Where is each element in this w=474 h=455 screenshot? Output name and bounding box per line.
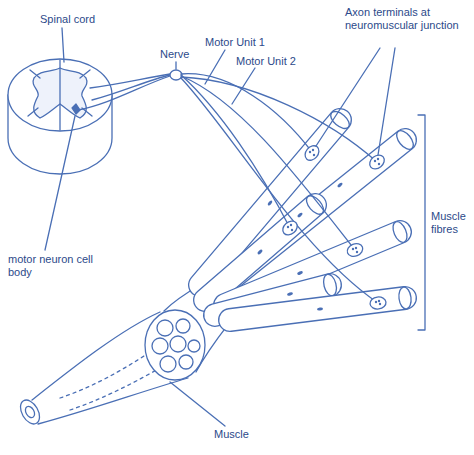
axon-terminals-part-part — [356, 251, 358, 253]
motor-axons — [181, 74, 378, 303]
muscle-fibres-part-part — [257, 249, 263, 255]
axon-terminals-part-part — [378, 300, 380, 302]
muscle-fibres-part — [303, 193, 326, 217]
axon-terminals-part-part — [355, 247, 357, 249]
muscle-body-part — [188, 340, 200, 352]
muscle-fibres — [200, 108, 417, 320]
axon-terminals-part-part — [377, 158, 379, 160]
spinal-cord-part — [59, 60, 60, 130]
muscle-fibres-part-part — [317, 307, 323, 311]
leader-lines-part — [45, 116, 75, 250]
axon-terminals-part-part — [379, 303, 381, 305]
axon-terminals-part — [280, 218, 300, 238]
fibres-bracket-part — [418, 115, 425, 330]
nerve-part — [78, 76, 170, 110]
muscle-body-part — [32, 312, 160, 400]
muscle-fibres-part-part — [297, 212, 304, 218]
muscle-body-part — [145, 310, 205, 380]
nerve-part — [92, 75, 170, 100]
axon-terminals-part — [367, 152, 387, 171]
leader-lines-part — [175, 62, 176, 69]
structure-label: Muscle — [214, 428, 294, 441]
motor-axons-part — [181, 76, 355, 250]
spinal-cord-part — [72, 104, 80, 114]
spinal-cord — [8, 59, 112, 174]
muscle-body-part — [176, 319, 190, 333]
muscle-fibres-part — [321, 273, 338, 297]
leader-lines-part — [205, 50, 225, 84]
spinal-cord-part — [8, 59, 112, 131]
structure-label: motor neuron cell body — [8, 253, 98, 279]
leader-lines-part — [62, 28, 64, 62]
motor-axons-part — [181, 77, 377, 162]
axon-terminals-part-part — [291, 229, 293, 231]
structure-label: Axon terminals at neuromuscular junction — [345, 6, 463, 32]
muscle-body-part — [160, 356, 176, 372]
leader-lines-part — [170, 382, 225, 426]
structure-label: Motor Unit 2 — [236, 55, 326, 68]
axon-terminals-part-part — [352, 248, 354, 250]
muscle-fibres-part-part — [297, 270, 304, 275]
axon-terminals-part — [302, 143, 321, 163]
axon-terminals-part-part — [312, 149, 314, 151]
muscle-body-part — [38, 378, 188, 424]
muscle-body-part — [170, 336, 186, 352]
leader-lines-part — [378, 48, 395, 155]
muscle-body-part — [60, 352, 160, 410]
structure-label: Spinal cord — [40, 13, 130, 26]
muscle-fibres-part — [398, 286, 413, 309]
nerve-part — [90, 74, 170, 88]
fibres-bracket — [418, 115, 425, 330]
muscle-fibres-part — [393, 128, 416, 153]
structure-label: Motor Unit 1 — [205, 36, 295, 49]
muscle-body-part — [179, 355, 193, 369]
muscle-body-part — [24, 405, 37, 419]
axon-terminals-part-part — [374, 160, 376, 162]
muscle-body-part — [17, 397, 44, 428]
axon-terminals-part-part — [375, 301, 377, 303]
axon-terminals-part-part — [309, 151, 311, 153]
muscle-fibres-part-part — [267, 200, 273, 207]
muscle-body-part — [157, 320, 173, 336]
axon-terminals-part — [345, 241, 364, 258]
muscle-fibres-part-part — [287, 292, 294, 296]
axon-terminals-part-part — [378, 163, 380, 165]
axon-terminals-part-part — [290, 224, 292, 226]
leader-lines-part — [232, 68, 255, 104]
muscle-fibres-part-part — [337, 182, 344, 188]
structure-label: Muscle fibres — [431, 210, 472, 236]
motor-axons-part — [181, 78, 378, 303]
axon-terminals — [280, 143, 387, 310]
muscle-fibres-part — [390, 220, 410, 245]
muscle-fibres-part — [257, 182, 344, 311]
muscle-body-part — [152, 338, 168, 354]
axon-terminals-part — [369, 296, 386, 310]
leader-lines-part — [316, 48, 380, 146]
structure-label: Nerve — [160, 48, 220, 61]
axon-terminals-part — [287, 149, 381, 305]
axon-terminals-part-part — [287, 226, 289, 228]
nerve-part — [170, 70, 182, 80]
nerve — [78, 70, 182, 110]
axon-terminals-part-part — [313, 154, 315, 156]
leader-lines — [45, 28, 395, 426]
